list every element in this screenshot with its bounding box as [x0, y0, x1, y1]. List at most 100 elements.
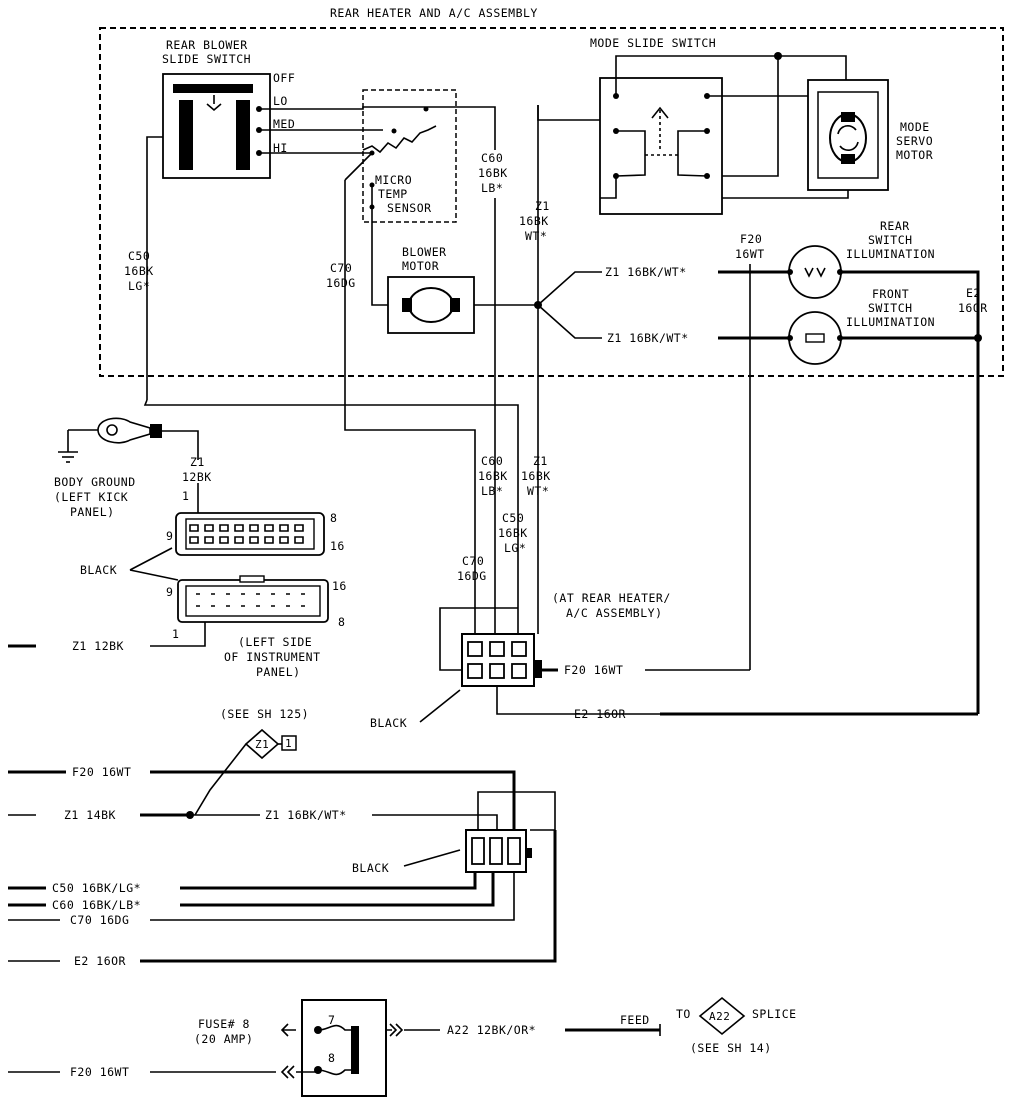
z1-color-b: WT*	[527, 484, 549, 498]
f20-left-label: F20 16WT	[72, 765, 131, 779]
rear-blower-slide-switch: REAR BLOWER SLIDE SWITCH OFF LO MED HI	[162, 38, 295, 179]
c70-label-b: C70	[462, 554, 484, 568]
fuse-pin8: 8	[328, 1051, 335, 1065]
black-label-b: BLACK	[370, 716, 407, 730]
conn-a-pin9: 9	[166, 529, 173, 543]
z1-color-a: WT*	[525, 229, 547, 243]
blower-switch-title-2: SLIDE SWITCH	[162, 52, 251, 66]
fuse-label-1: FUSE# 8	[198, 1017, 250, 1031]
z1-12bk-gauge: 12BK	[182, 470, 212, 484]
fuse-8: FUSE# 8 (20 AMP) 7 8	[194, 999, 387, 1097]
f20-label-a: F20	[740, 232, 762, 246]
c60-gauge-b: 16BK	[478, 469, 508, 483]
blower-switch-hi: HI	[273, 141, 288, 155]
micro-temp-3: SENSOR	[387, 201, 432, 215]
c50-run-label: C50 16BK/LG*	[52, 881, 141, 895]
fuse-label-2: (20 AMP)	[194, 1032, 253, 1046]
c60-gauge-a: 16BK	[478, 166, 508, 180]
e2-label-a: E2	[966, 286, 981, 300]
e2-gauge-a: 16OR	[958, 301, 988, 315]
blower-switch-lo: LO	[273, 94, 288, 108]
z1-gauge-a: 16BK	[519, 214, 549, 228]
servo-motor-3: MOTOR	[896, 148, 933, 162]
rear-heater-conn-1: (AT REAR HEATER/	[552, 591, 671, 605]
a22-tag: A22	[709, 1010, 730, 1023]
z1-12bk-code: Z1	[190, 455, 205, 469]
body-ground-1: BODY GROUND	[54, 475, 136, 489]
diagram-title: REAR HEATER AND A/C ASSEMBLY	[330, 6, 538, 20]
c50-gauge-a: 16BK	[124, 264, 154, 278]
a22-label: A22 12BK/OR*	[447, 1023, 536, 1037]
rear-heater-conn-2: A/C ASSEMBLY)	[566, 606, 663, 620]
conn-b-pin9: 9	[166, 585, 173, 599]
front-switch-illumination: FRONT SWITCH ILLUMINATION	[787, 287, 935, 365]
lower-connector	[465, 829, 532, 873]
feed-label: FEED	[620, 1013, 650, 1027]
to-label: TO	[676, 1007, 691, 1021]
left-side-3: PANEL)	[256, 665, 301, 679]
servo-motor-1: MODE	[900, 120, 930, 134]
left-side-1: (LEFT SIDE	[238, 635, 312, 649]
micro-temp-sensor: MICRO TEMP SENSOR	[344, 89, 457, 223]
rear-heater-connector	[461, 620, 542, 687]
conn-a-pin8: 8	[330, 511, 337, 525]
c60-label-b: C60	[481, 454, 503, 468]
fuse-pin7: 7	[328, 1013, 335, 1027]
black-label-a: BLACK	[80, 563, 117, 577]
c50-gauge-b: 16BK	[498, 526, 528, 540]
c70-gauge-a: 16DG	[326, 276, 356, 290]
rear-switch-illumination: REAR SWITCH ILLUMINATION	[787, 219, 935, 299]
z1-tag: Z1	[255, 738, 269, 751]
connector-16-way-upper: 8 16 9	[166, 511, 345, 556]
splice-label: SPLICE	[752, 1007, 797, 1021]
front-illum-3: ILLUMINATION	[846, 315, 935, 329]
c60-color-b: LB*	[481, 484, 503, 498]
front-illum-2: SWITCH	[868, 301, 913, 315]
rear-illum-1: REAR	[880, 219, 910, 233]
assembly-boundary	[99, 27, 1004, 377]
e2-run-label: E2 16OR	[574, 707, 626, 721]
c70-run-label: C70 16DG	[70, 913, 129, 927]
z1-label-b: Z1	[533, 454, 548, 468]
left-side-2: OF INSTRUMENT	[224, 650, 321, 664]
blower-motor-1: BLOWER	[402, 245, 447, 259]
f20-gauge-a: 16WT	[735, 247, 765, 261]
z1-14bk-label: Z1 14BK	[64, 808, 116, 822]
c50-color-a: LG*	[128, 279, 150, 293]
blower-motor: BLOWER MOTOR	[387, 245, 475, 334]
c70-label-a: C70	[330, 261, 352, 275]
mode-slide-switch: MODE SLIDE SWITCH	[590, 36, 723, 215]
z1-bkwt-label: Z1 16BK/WT*	[265, 808, 347, 822]
f20-run-label: F20 16WT	[564, 663, 623, 677]
black-label-c: BLACK	[352, 861, 389, 875]
c70-gauge-b: 16DG	[457, 569, 487, 583]
f20-bottom-label: F20 16WT	[70, 1065, 129, 1079]
c50-color-b: LG*	[504, 541, 526, 555]
c60-label-a: C60	[481, 151, 503, 165]
rear-illum-3: ILLUMINATION	[846, 247, 935, 261]
micro-temp-1: MICRO	[375, 173, 412, 187]
mode-servo-motor: MODE SERVO MOTOR	[807, 79, 933, 191]
c50-label-a: C50	[128, 249, 150, 263]
z1-front-wire-label: Z1 16BK/WT*	[607, 331, 689, 345]
z1-gauge-b: 16BK	[521, 469, 551, 483]
rear-illum-2: SWITCH	[868, 233, 913, 247]
blower-switch-med: MED	[273, 117, 295, 131]
z1-tag-num: 1	[285, 737, 292, 750]
conn-b-pin1: 1	[172, 627, 179, 641]
see-sh125: (SEE SH 125)	[220, 707, 309, 721]
servo-motor-2: SERVO	[896, 134, 933, 148]
front-illum-1: FRONT	[872, 287, 909, 301]
z1-label-a: Z1	[535, 199, 550, 213]
c60-color-a: LB*	[481, 181, 503, 195]
connector-16-way-lower: 16 9 8 1	[166, 575, 346, 641]
c60-run-label: C60 16BK/LB*	[52, 898, 141, 912]
conn-a-pin16: 16	[330, 539, 345, 553]
mode-switch-title: MODE SLIDE SWITCH	[590, 36, 716, 50]
micro-temp-2: TEMP	[378, 187, 408, 201]
body-ground-2: (LEFT KICK	[54, 490, 128, 504]
body-ground-3: PANEL)	[70, 505, 115, 519]
conn-b-pin8: 8	[338, 615, 345, 629]
conn-a-pin1: 1	[182, 489, 189, 503]
